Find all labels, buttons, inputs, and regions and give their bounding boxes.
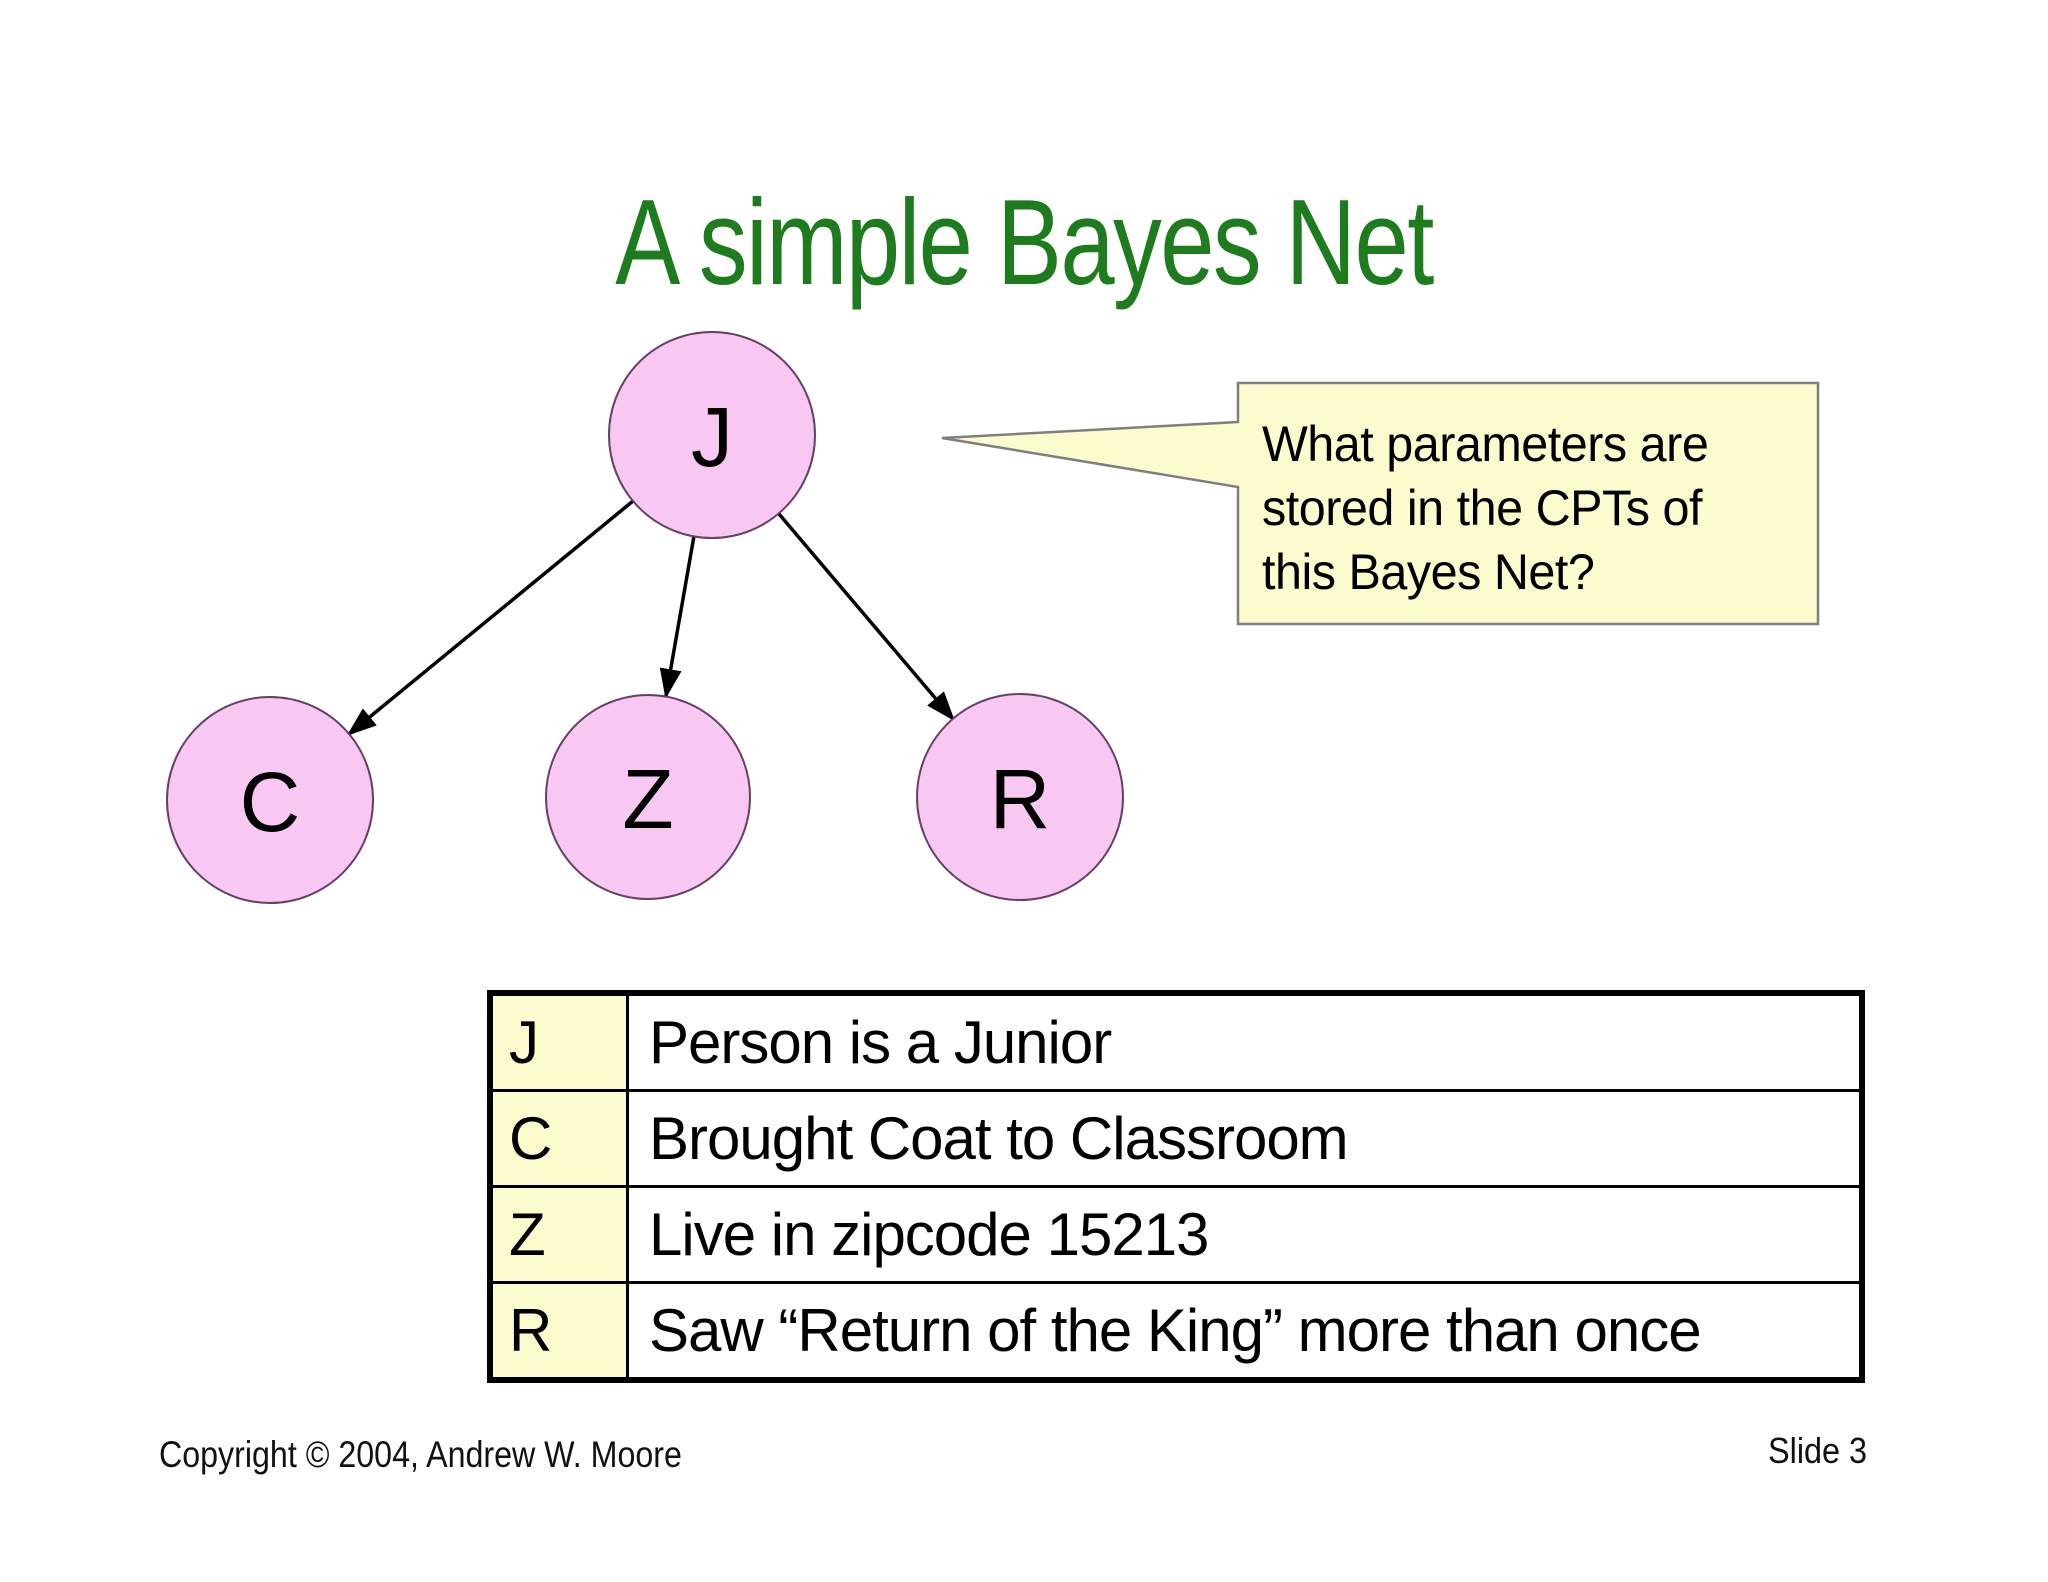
table-row: Z Live in zipcode 15213 [488, 1185, 1864, 1284]
desc-cell: Brought Coat to Classroom [626, 1089, 1864, 1188]
desc-cell: Saw “Return of the King” more than once [626, 1281, 1864, 1382]
edge-j-r [777, 512, 955, 722]
footer-copyright: Copyright © 2004, Andrew W. Moore [159, 1434, 682, 1475]
node-c: C [166, 696, 374, 904]
key-cell: R [488, 1281, 629, 1382]
node-z-label: Z [622, 752, 673, 846]
node-r-label: R [990, 752, 1051, 846]
key-cell: J [488, 991, 629, 1092]
key-cell: Z [488, 1185, 629, 1284]
table-row: R Saw “Return of the King” more than onc… [488, 1281, 1864, 1382]
table-row: J Person is a Junior [488, 991, 1864, 1092]
edge-j-c [346, 499, 635, 736]
node-c-label: C [240, 755, 301, 849]
desc-cell: Live in zipcode 15213 [626, 1185, 1864, 1284]
desc-cell: Person is a Junior [626, 991, 1864, 1092]
callout-bubble-shape [941, 381, 1820, 626]
node-z: Z [545, 694, 751, 900]
node-j: J [608, 331, 816, 539]
edge-j-z [659, 535, 696, 699]
footer-slide-number: Slide 3 [1767, 1430, 1867, 1471]
table-row: C Brought Coat to Classroom [488, 1089, 1864, 1188]
callout-text: What parameters are stored in the CPTs o… [1262, 416, 1709, 600]
node-r: R [916, 693, 1124, 901]
key-cell: C [488, 1089, 629, 1188]
node-j-label: J [691, 390, 733, 484]
legend-table: J Person is a Junior C Brought Coat to C… [487, 990, 1865, 1383]
page-title: A simple Bayes Net [615, 174, 1434, 310]
